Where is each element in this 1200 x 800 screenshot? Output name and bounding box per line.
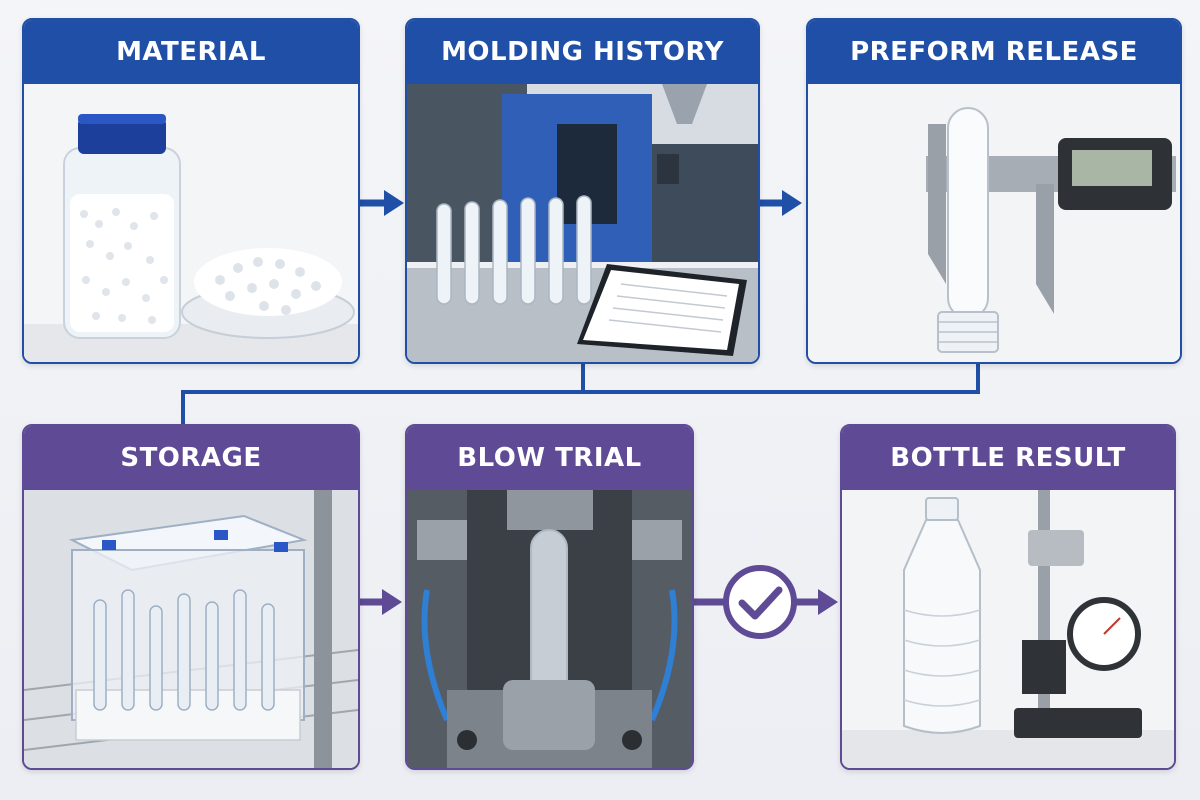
stage-title-storage: STORAGE	[24, 426, 358, 490]
injection-machine-photo	[407, 84, 758, 362]
return-connector	[181, 362, 980, 424]
stage-title-preform-release: PREFORM RELEASE	[808, 20, 1180, 84]
stage-card-material: MATERIAL	[22, 18, 360, 364]
arrow-storage-to-blow	[356, 589, 402, 615]
storage-box-photo	[24, 490, 358, 768]
stage-card-blow-trial: BLOW TRIAL	[405, 424, 694, 770]
checkmark-circle-icon	[723, 565, 797, 639]
bottle-gauge-photo	[842, 490, 1174, 768]
stage-card-bottle-result: BOTTLE RESULT	[840, 424, 1176, 770]
stage-card-molding-history: MOLDING HISTORY	[405, 18, 760, 364]
arrow-molding-to-release	[756, 190, 802, 216]
pellet-jar-photo	[24, 84, 358, 362]
stage-card-preform-release: PREFORM RELEASE	[806, 18, 1182, 364]
arrow-material-to-molding	[356, 190, 404, 216]
stage-title-material: MATERIAL	[24, 20, 358, 84]
stage-card-storage: STORAGE	[22, 424, 360, 770]
caliper-preform-photo	[808, 84, 1180, 362]
stage-title-bottle-result: BOTTLE RESULT	[842, 426, 1174, 490]
arrow-check-to-bottle	[794, 589, 838, 615]
stage-title-blow-trial: BLOW TRIAL	[407, 426, 692, 490]
stage-title-molding-history: MOLDING HISTORY	[407, 20, 758, 84]
blow-mold-photo	[407, 490, 692, 768]
